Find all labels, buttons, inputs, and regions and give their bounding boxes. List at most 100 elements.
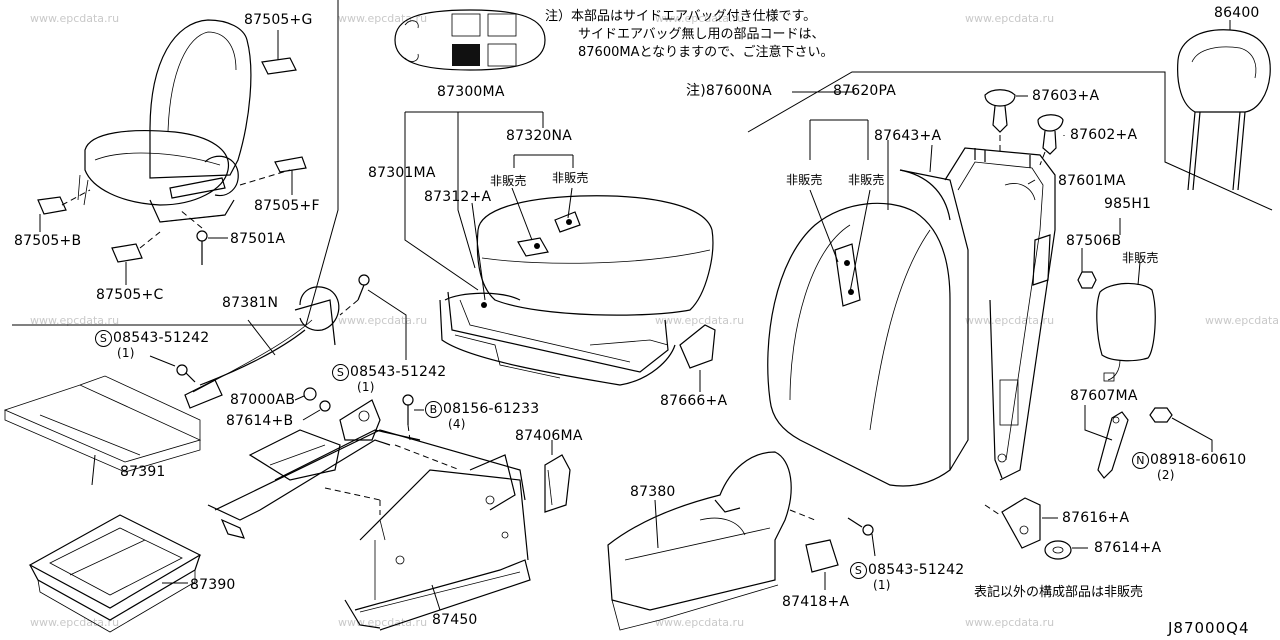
seat-frame-drawing [207, 399, 531, 631]
bracket-87406ma [544, 440, 571, 513]
fastener-s3-prefix: S [850, 562, 867, 579]
label-87390: 87390 [190, 577, 236, 593]
label-87320na: 87320NA [506, 128, 572, 144]
label-87607ma: 87607MA [1070, 388, 1138, 404]
clip-87603a [984, 89, 1028, 133]
tray-87390 [28, 514, 202, 633]
screw-s3 [847, 517, 876, 557]
bolt-08156 [402, 394, 424, 441]
label-87505b: 87505+B [14, 233, 82, 249]
note-airbag-line3: 87600MAとなりますので、ご注意下さい。 [578, 45, 834, 60]
note-back-assembly: 注)87600NA [686, 83, 772, 99]
label-87418a: 87418+A [782, 594, 850, 610]
watermark: www.epcdata.ru [965, 12, 1055, 25]
nut-87000ab [294, 387, 317, 401]
fastener-s1-code: 08543-51242 [113, 330, 210, 346]
label-not-sold-back-1: 非販売 [786, 173, 823, 187]
complete-seat-drawing [77, 19, 252, 223]
seatback-drawing [767, 147, 1056, 487]
fastener-s2-prefix: S [332, 364, 349, 381]
mat-87391 [3, 375, 202, 486]
watermark: www.epcdata.ru [30, 616, 120, 629]
label-fastener-s2-qty: (1) [357, 380, 375, 394]
label-87620pa: 87620PA [833, 83, 897, 99]
washer-87614a [1044, 540, 1088, 560]
fastener-n1-code: 08918-60610 [1150, 452, 1247, 468]
label-87391: 87391 [120, 464, 166, 480]
label-87616a: 87616+A [1062, 510, 1130, 526]
label-fastener-s1-qty: (1) [117, 346, 135, 360]
label-87380: 87380 [630, 484, 676, 500]
label-87602a: 87602+A [1070, 127, 1138, 143]
watermark: www.epcdata.ru [30, 314, 120, 327]
watermark: www.epcdata.ru [1205, 314, 1280, 327]
clip-87505-c [111, 231, 161, 285]
label-fastener-b1-qty: (4) [448, 417, 466, 431]
watermark: www.epcdata.ru [655, 616, 745, 629]
label-not-sold-cushion-2: 非販売 [552, 171, 589, 185]
airbag-985h1 [1077, 218, 1156, 382]
note-airbag-line1: 注）本部品はサイドエアバッグ付き仕様です。 [545, 9, 817, 24]
watermark: www.epcdata.ru [655, 12, 745, 25]
label-87505c: 87505+C [96, 287, 164, 303]
label-87501a: 87501A [230, 231, 286, 247]
clip-87418a [805, 539, 839, 590]
label-87300ma: 87300MA [437, 84, 505, 100]
fastener-s1-prefix: S [95, 330, 112, 347]
note-airbag-line2: サイドエアバッグ無し用の部品コードは、 [578, 27, 825, 42]
label-87505f: 87505+F [254, 198, 320, 214]
clip-87505-f [239, 156, 307, 195]
label-87603a: 87603+A [1032, 88, 1100, 104]
bracket-87607ma [1084, 405, 1213, 479]
cover-87666a [679, 324, 716, 392]
fastener-s2-code: 08543-51242 [350, 364, 447, 380]
seat-cushion-drawing [439, 195, 714, 386]
label-fastener-s3-qty: (1) [873, 578, 891, 592]
bolt-87501a [179, 209, 228, 265]
watermark: www.epcdata.ru [965, 616, 1055, 629]
fastener-b1-code: 08156-61233 [443, 401, 540, 417]
nut-87614b [302, 400, 331, 421]
label-985h1: 985H1 [1104, 196, 1152, 212]
label-87614a: 87614+A [1094, 540, 1162, 556]
label-not-sold-cushion-1: 非販売 [490, 174, 527, 188]
label-87614b: 87614+B [226, 413, 294, 429]
fastener-b1-prefix: B [425, 401, 442, 418]
label-87601ma: 87601MA [1058, 173, 1126, 189]
watermark: www.epcdata.ru [30, 12, 120, 25]
label-not-sold-back-2: 非販売 [848, 173, 885, 187]
label-87301ma: 87301MA [368, 165, 436, 181]
headrest-86400 [1177, 20, 1271, 191]
fastener-s3-code: 08543-51242 [868, 562, 965, 578]
diagram-code: J87000Q4 [1168, 619, 1250, 637]
watermark: www.epcdata.ru [965, 314, 1055, 327]
note-footer: 表記以外の構成部品は非販売 [974, 585, 1144, 600]
watermark: www.epcdata.ru [655, 314, 745, 327]
bolt-08543-mid [339, 274, 407, 360]
watermark: www.epcdata.ru [338, 314, 428, 327]
recliner-cable-drawing [184, 286, 340, 409]
label-87381n: 87381N [222, 295, 279, 311]
label-86400: 86400 [1214, 5, 1260, 21]
label-not-sold-airbag: 非販売 [1122, 251, 1159, 265]
vehicle-locator [394, 9, 546, 71]
label-fastener-n1-qty: (2) [1157, 468, 1175, 482]
clip-87505-b [37, 189, 91, 232]
clip-87505-g [261, 30, 297, 75]
label-87505g: 87505+G [244, 12, 313, 28]
fastener-n1-prefix: N [1132, 452, 1149, 469]
screw-s1 [149, 355, 196, 383]
label-87312a: 87312+A [424, 189, 492, 205]
cover-87616a [984, 497, 1058, 549]
label-87643a: 87643+A [874, 128, 942, 144]
label-87000ab: 87000AB [230, 392, 296, 408]
label-87506b: 87506B [1066, 233, 1122, 249]
clip-87602a [1037, 114, 1065, 155]
